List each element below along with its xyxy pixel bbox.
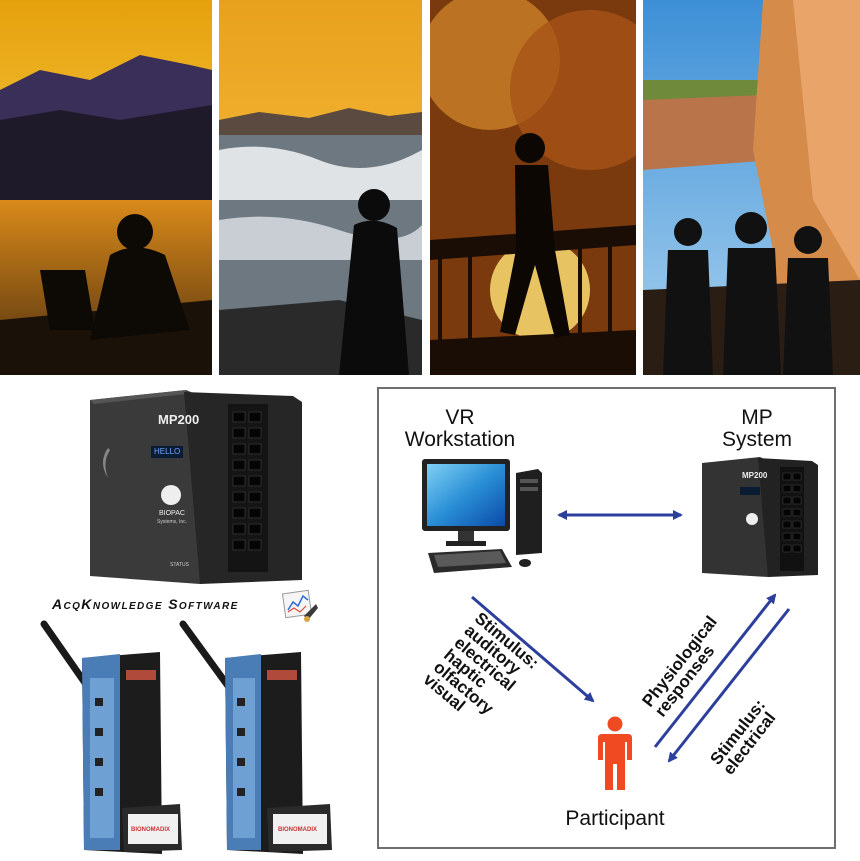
- biopac-sub-label: Systems, Inc.: [157, 519, 188, 525]
- bionomadix-label-1: BIONOMADIX: [131, 827, 170, 833]
- mp200-model-label: MP200: [158, 412, 200, 427]
- arrow-layer: [471, 510, 791, 763]
- mp200-device-image: MP200 HELLO BIOPAC Systems, Inc. STATUS: [88, 388, 306, 588]
- participant-label: Participant: [565, 807, 665, 830]
- vr-workstation-label: VR Workstation: [404, 406, 516, 451]
- stimulus-back-arrow: [667, 608, 791, 763]
- software-chart-icon: [281, 586, 318, 624]
- participant-icon: [594, 716, 636, 792]
- photo-laptop-sunset: [0, 0, 212, 375]
- stimulus-arrow: [471, 595, 595, 703]
- physiological-arrow: [653, 593, 777, 748]
- mp200-display-label: HELLO: [154, 447, 181, 456]
- computer-icon: [420, 455, 550, 580]
- mp-system-label: MP System: [721, 406, 792, 451]
- bionomadix-label-2: BIONOMADIX: [278, 827, 317, 833]
- photo-bridge-autumn: [430, 0, 636, 375]
- photo-ocean-sunset: [219, 0, 422, 375]
- mp-system-icon: MP200: [700, 455, 820, 580]
- bionomadix-unit-1: BIONOMADIX: [30, 618, 190, 856]
- bionomadix-unit-2: BIONOMADIX: [175, 618, 340, 856]
- photo-canyon-group: [643, 0, 860, 375]
- biopac-brand-label: BIOPAC: [159, 510, 185, 517]
- acqknowledge-label: AcqKnowledge Software: [52, 596, 239, 612]
- status-label: STATUS: [170, 562, 189, 568]
- mp-system-icon-model: MP200: [742, 471, 768, 480]
